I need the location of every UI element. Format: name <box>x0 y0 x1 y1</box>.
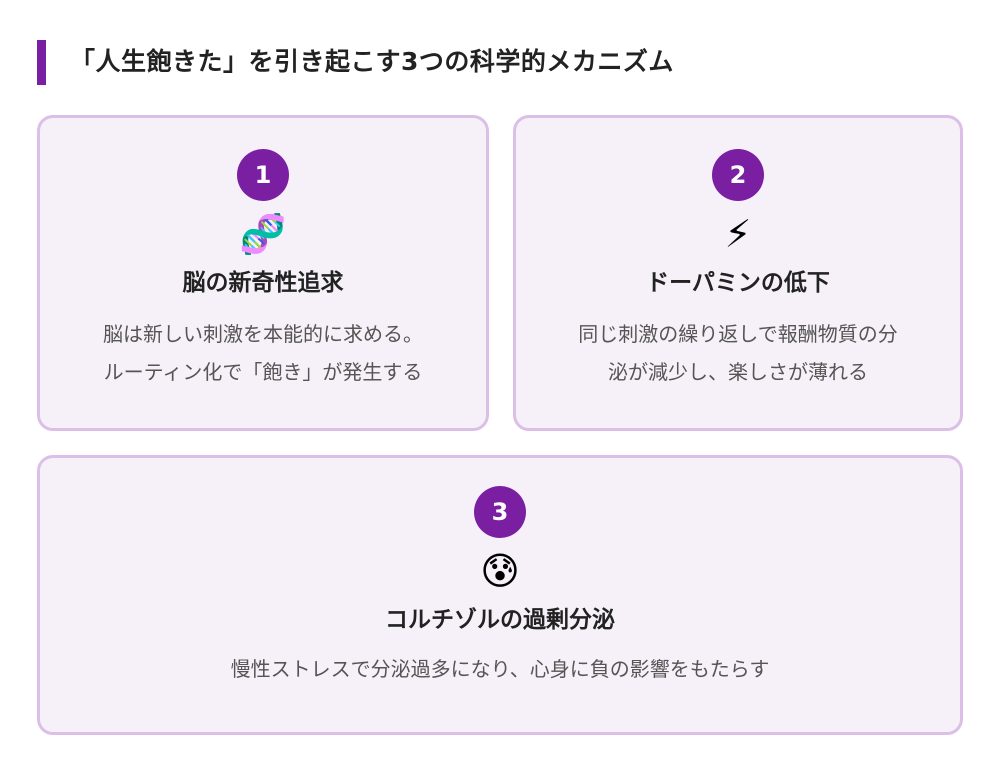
card-description: 慢性ストレスで分泌過多になり、心身に負の影響をもたらす <box>40 650 960 688</box>
card-description: 脳は新しい刺激を本能的に求める。 ルーティン化で「飽き」が発生する <box>40 315 486 391</box>
number-badge: 2 <box>712 149 764 201</box>
card-heading: コルチゾルの過剰分泌 <box>385 607 615 633</box>
desc-line: 慢性ストレスで分泌過多になり、心身に負の影響をもたらす <box>230 657 770 681</box>
number-badge: 1 <box>237 149 289 201</box>
lightning-icon: ⚡ <box>724 212 752 256</box>
anxious-face-icon: 😰 <box>480 549 520 593</box>
page-title: 「人生飽きた」を引き起こす3つの科学的メカニズム <box>70 47 674 76</box>
mechanism-card-2: 2 ⚡ ドーパミンの低下 同じ刺激の繰り返しで報酬物質の分 泌が減少し、楽しさが… <box>513 115 963 431</box>
number-badge: 3 <box>474 486 526 538</box>
desc-line: ルーティン化で「飽き」が発生する <box>103 360 423 384</box>
dna-icon: 🧬 <box>239 212 287 256</box>
card-heading: ドーパミンの低下 <box>646 270 830 296</box>
desc-line: 同じ刺激の繰り返しで報酬物質の分 <box>578 322 898 346</box>
desc-line: 泌が減少し、楽しさが薄れる <box>608 360 868 384</box>
card-description: 同じ刺激の繰り返しで報酬物質の分 泌が減少し、楽しさが薄れる <box>516 315 960 391</box>
mechanism-card-3: 3 😰 コルチゾルの過剰分泌 慢性ストレスで分泌過多になり、心身に負の影響をもた… <box>37 455 963 735</box>
card-heading: 脳の新奇性追求 <box>182 270 344 296</box>
title-accent-bar <box>37 40 46 85</box>
mechanism-card-1: 1 🧬 脳の新奇性追求 脳は新しい刺激を本能的に求める。 ルーティン化で「飽き」… <box>37 115 489 431</box>
desc-line: 脳は新しい刺激を本能的に求める。 <box>103 322 423 346</box>
